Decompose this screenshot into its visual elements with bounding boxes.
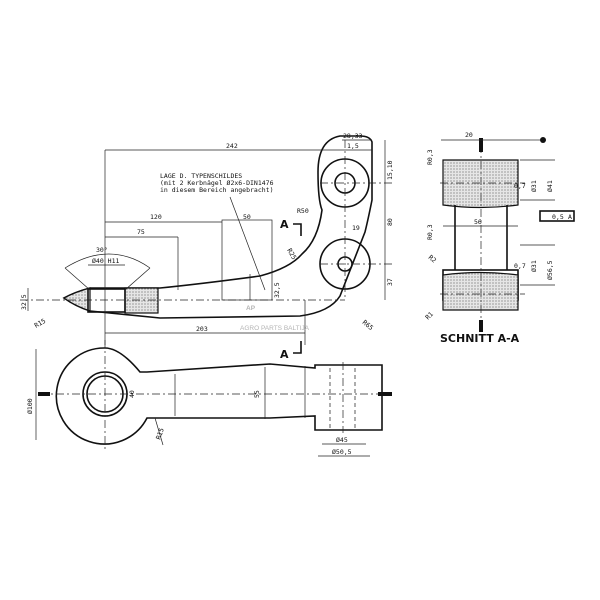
dim-d56-5: Ø56,5 bbox=[546, 260, 554, 280]
dim-r15: R15 bbox=[154, 427, 166, 441]
section-mark-bottom: A bbox=[280, 348, 289, 361]
section-arrow-top bbox=[293, 223, 302, 236]
datum-marker bbox=[540, 137, 546, 143]
boss-section bbox=[124, 287, 159, 314]
dim-top-width: 28,33 bbox=[343, 132, 363, 140]
side-view: 242 28,33 1,5 120 50 75 30° Ø40 H11 203 … bbox=[20, 132, 395, 345]
section-mark-top: A bbox=[280, 218, 289, 231]
dim-top-offset: 1,5 bbox=[347, 142, 359, 150]
dim-web: 19 bbox=[352, 224, 360, 232]
tolerance-frame bbox=[539, 210, 575, 222]
lower-section-hatch bbox=[442, 271, 519, 311]
dim-depth-bot: 0,7 bbox=[514, 262, 526, 270]
dim-angle: 30° bbox=[96, 246, 108, 254]
dim-height-lower: 37 bbox=[386, 278, 394, 286]
dim-height-upper: 15,10 bbox=[386, 160, 394, 180]
dim-height-left: 32,5 bbox=[20, 294, 28, 310]
note-line-1: LAGE D. TYPENSCHILDES bbox=[160, 172, 242, 180]
dim-radius-inner: R50 bbox=[297, 207, 309, 215]
plan-view: Ø100 Ø45 Ø50,5 R15 40 55 A bbox=[26, 340, 392, 457]
dim-chamfer-mid: R0,3 bbox=[426, 224, 434, 240]
bore-section bbox=[87, 288, 126, 313]
upper-section-hatch bbox=[442, 159, 519, 209]
dim-d45: Ø45 bbox=[336, 436, 348, 444]
watermark-logo: AP bbox=[246, 305, 256, 312]
dim-radius-tip: R15 bbox=[33, 317, 47, 330]
tip-section bbox=[62, 287, 91, 312]
dim-eye-dia: Ø100 bbox=[26, 398, 34, 414]
dim-w40: 40 bbox=[128, 390, 136, 398]
section-a-a-view: 20 R0,3 Ø41 Ø31 0,7 56 R0,3 Ø56,5 Ø31 0,… bbox=[424, 131, 575, 345]
tolerance-datum: A bbox=[568, 213, 572, 221]
dim-d41: Ø41 bbox=[546, 180, 554, 192]
section-title: SCHNITT A-A bbox=[440, 332, 520, 345]
dim-bore: Ø40 H11 bbox=[92, 257, 119, 265]
lever-outline bbox=[62, 135, 373, 319]
tolerance-value: 0,5 bbox=[552, 213, 564, 221]
watermark: AP AGRO PARTS BALTIJA bbox=[240, 305, 310, 332]
dim-56: 56 bbox=[474, 218, 482, 226]
dim-r1: R1 bbox=[424, 310, 435, 321]
dim-bore-pos: 75 bbox=[137, 228, 145, 236]
dim-width: 20 bbox=[465, 131, 473, 139]
dim-thickness: 32,5 bbox=[273, 282, 281, 298]
note-line-3: in diesem Bereich angebracht) bbox=[160, 186, 274, 194]
dim-plate-width: 50 bbox=[243, 213, 251, 221]
dim-r2: R2 bbox=[427, 253, 438, 264]
dim-depth-top: 0,7 bbox=[514, 182, 526, 190]
section-arrow-bottom bbox=[293, 341, 302, 354]
dim-eye-pos: 120 bbox=[150, 213, 162, 221]
dim-d31-top: Ø31 bbox=[530, 180, 538, 192]
watermark-text: AGRO PARTS BALTIJA bbox=[240, 325, 310, 332]
dim-overall-length: 242 bbox=[226, 142, 238, 150]
dim-lower-length: 203 bbox=[196, 325, 208, 333]
dim-d31-bot: Ø31 bbox=[530, 260, 538, 272]
note-line-2: (mit 2 Kerbnägel Ø2x6-DIN1476 bbox=[160, 179, 274, 187]
dim-radius-outer: R65 bbox=[361, 318, 375, 332]
dim-chamfer-top: R0,3 bbox=[426, 149, 434, 165]
dim-w55: 55 bbox=[253, 390, 261, 398]
dim-center-dist: 80 bbox=[386, 218, 394, 226]
dim-d50-5: Ø50,5 bbox=[332, 448, 352, 456]
